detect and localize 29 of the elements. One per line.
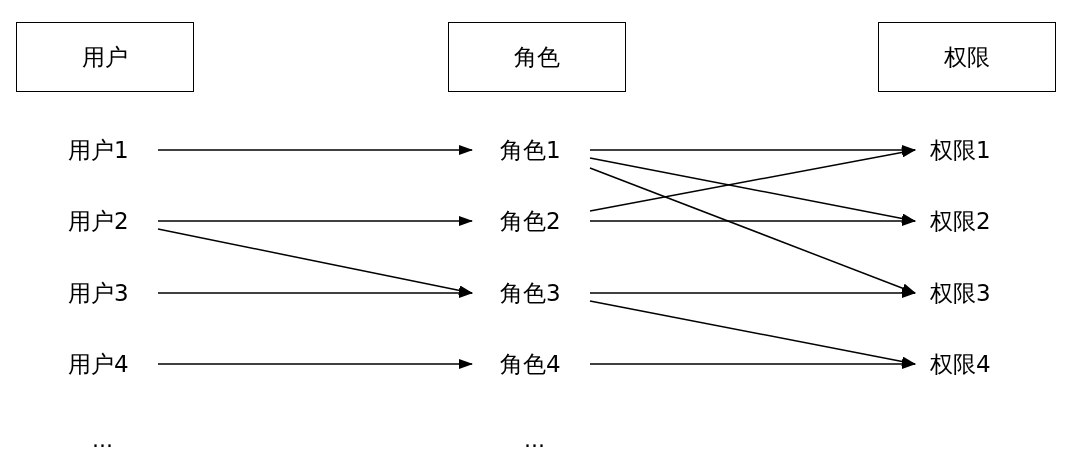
arrow [589, 288, 916, 298]
node-label: 权限4 [915, 349, 1010, 379]
arrow [157, 288, 473, 298]
node-label: 角色1 [472, 135, 590, 165]
arrow [157, 359, 473, 369]
arrow [157, 228, 473, 296]
node-label: 用户4 [66, 349, 158, 379]
node-label: 权限3 [915, 278, 1010, 308]
node-label: 用户3 [66, 278, 158, 308]
header-box: 用户 [16, 22, 194, 92]
ellipsis-label: ... [524, 426, 545, 454]
header-box: 角色 [448, 22, 626, 92]
node-label: 用户1 [66, 135, 158, 165]
header-box: 权限 [878, 22, 1056, 92]
arrow [157, 145, 473, 155]
arrow [589, 300, 916, 367]
ellipsis-label: ... [92, 426, 113, 454]
node-label: 角色4 [472, 349, 590, 379]
node-label: 权限2 [915, 206, 1010, 236]
arrow [589, 157, 916, 224]
arrow [589, 359, 916, 369]
node-label: 权限1 [915, 135, 1010, 165]
arrow [589, 216, 916, 226]
arrow [589, 167, 916, 294]
node-label: 角色2 [472, 206, 590, 236]
node-label: 角色3 [472, 278, 590, 308]
node-label: 用户2 [66, 206, 158, 236]
arrow [157, 216, 473, 226]
arrow [589, 147, 916, 212]
